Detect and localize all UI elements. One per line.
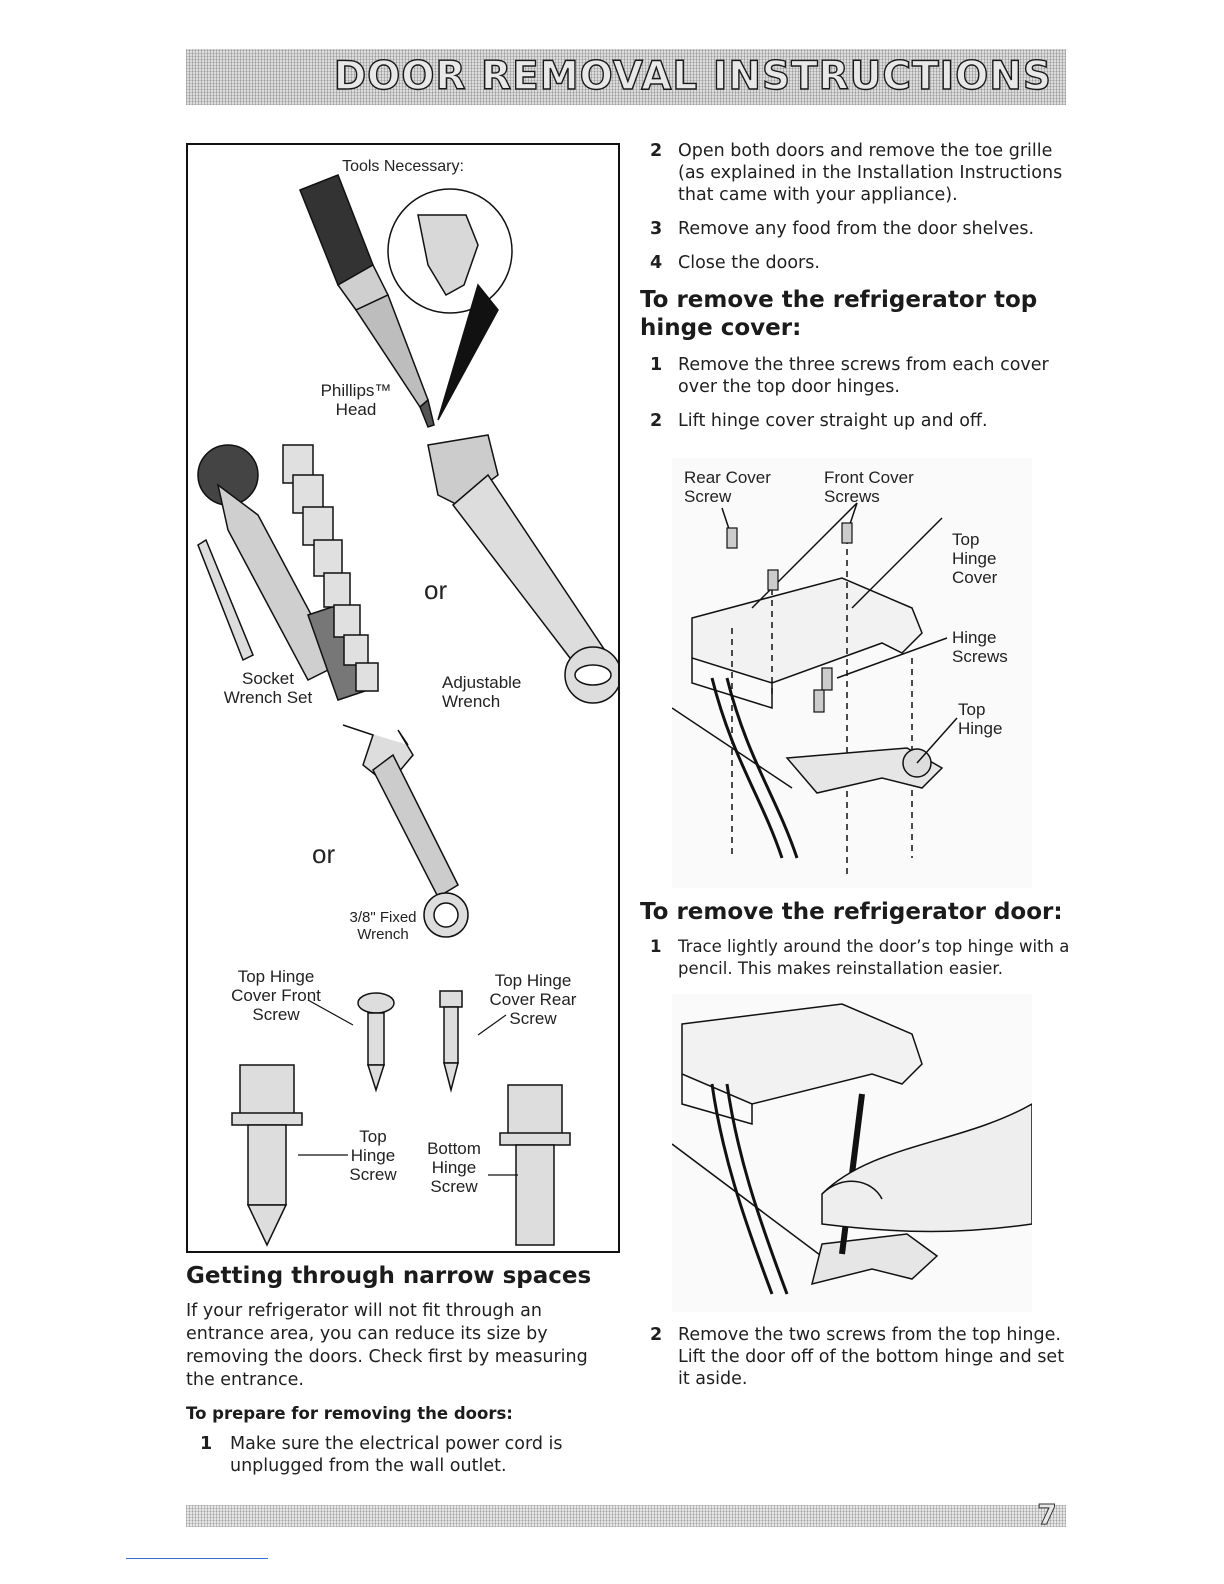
step-text: Close the doors. xyxy=(678,253,820,273)
page-number: 7 xyxy=(1037,1498,1057,1532)
top-hinge-line-1: Top xyxy=(958,700,986,719)
page-title: DOOR REMOVAL INSTRUCTIONS xyxy=(333,53,1052,99)
tools-box: Tools Necessary: Phillips™ Head or Socke… xyxy=(186,143,620,1253)
step-number: 4 xyxy=(650,253,663,273)
step-text: Remove the two screws from the top hinge… xyxy=(678,1325,1065,1389)
top-hinge-cover-line-1: Top xyxy=(952,530,980,549)
or-label-1: or xyxy=(424,575,448,605)
step-number: 3 xyxy=(650,219,663,239)
tools-heading: Tools Necessary: xyxy=(342,158,464,175)
rear-screw-line-2: Cover Rear xyxy=(489,990,577,1009)
top-hinge-line-2: Hinge xyxy=(958,719,1003,738)
step-number: 2 xyxy=(650,1325,663,1345)
door-step-2: 2 Remove the two screws from the top hin… xyxy=(640,1324,1070,1390)
narrow-spaces-heading: Getting through narrow spaces xyxy=(186,1263,592,1289)
hinge-screws-line-1: Hinge xyxy=(952,628,997,647)
bottom-hinge-screw-label: Bottom Hinge Screw xyxy=(416,1139,492,1196)
socket-wrench-label: Socket Wrench Set xyxy=(208,669,328,707)
socket-label-line-1: Socket xyxy=(242,669,294,688)
door-step-2-wrap: 2 Remove the two screws from the top hin… xyxy=(640,1324,1070,1402)
hinge-cover-figure: Rear Cover Screw Front Cover Screws Top … xyxy=(671,458,1032,888)
step-text: Make sure the electrical power cord is u… xyxy=(230,1434,563,1476)
phillips-label-line-2: Head xyxy=(335,400,377,419)
prepare-step-4: 4 Close the doors. xyxy=(640,252,1070,274)
tools-illustration xyxy=(197,174,618,1247)
screwdriver-icon xyxy=(299,174,513,428)
front-cover-line-2: Screws xyxy=(824,487,880,506)
footer-divider xyxy=(126,1558,268,1559)
prepare-step-3: 3 Remove any food from the door shelves. xyxy=(640,218,1070,240)
or-label-2: or xyxy=(312,839,336,869)
top-hinge-screw-line-3: Screw xyxy=(349,1165,397,1184)
fixed-wrench-label: 3/8" Fixed Wrench xyxy=(328,909,438,943)
adjustable-wrench-label: Adjustable Wrench xyxy=(442,673,521,711)
footer-bar xyxy=(186,1505,1066,1527)
door-step-1: 1 Trace lightly around the door’s top hi… xyxy=(640,936,1070,980)
trace-hinge-illustration xyxy=(671,994,1033,1312)
top-hinge-screw-line-2: Hinge xyxy=(350,1146,396,1165)
front-screw-line-2: Cover Front xyxy=(231,986,321,1005)
top-hinge-label: Top Hinge xyxy=(958,700,1002,738)
step-text: Remove the three screws from each cover … xyxy=(678,355,1049,397)
fixed-label-line-2: Wrench xyxy=(357,926,409,943)
front-screw-label: Top Hinge Cover Front Screw xyxy=(216,967,336,1024)
socket-label-line-2: Wrench Set xyxy=(223,688,313,707)
socket-wrench-icon xyxy=(197,444,379,701)
prepare-step-2: 2 Open both doors and remove the toe gri… xyxy=(640,140,1070,206)
step-text: Trace lightly around the door’s top hing… xyxy=(678,937,1070,978)
top-hinge-screw-label: Top Hinge Screw xyxy=(338,1127,408,1184)
phillips-label-line-1: Phillips™ xyxy=(320,381,392,400)
bottom-hinge-screw-line-3: Screw xyxy=(430,1177,478,1196)
adjustable-label-line-2: Wrench xyxy=(442,692,501,711)
adjustable-wrench-icon xyxy=(427,434,618,704)
step-number: 1 xyxy=(650,937,662,956)
hinge-cover-step-1: 1 Remove the three screws from each cove… xyxy=(640,354,1070,398)
bottom-hinge-screw-line-1: Bottom xyxy=(427,1139,481,1158)
rear-cover-screw-label: Rear Cover Screw xyxy=(684,468,771,506)
hinge-screws-line-2: Screws xyxy=(952,647,1008,666)
prepare-step-1: 1 Make sure the electrical power cord is… xyxy=(186,1433,616,1477)
hinge-cover-step-2: 2 Lift hinge cover straight up and off. xyxy=(640,410,1070,432)
rear-screw-line-3: Screw xyxy=(509,1009,557,1028)
prepare-heading: To prepare for removing the doors: xyxy=(186,1404,513,1423)
top-hinge-cover-line-3: Cover xyxy=(952,568,998,587)
step-text: Open both doors and remove the toe grill… xyxy=(678,141,1063,205)
phillips-label: Phillips™ Head xyxy=(306,381,406,419)
rear-screw-label: Top Hinge Cover Rear Screw xyxy=(478,971,588,1028)
front-cover-line-1: Front Cover xyxy=(824,468,914,487)
adjustable-label-line-1: Adjustable xyxy=(442,673,522,692)
door-heading: To remove the refrigerator door: xyxy=(640,899,1063,925)
step-number: 2 xyxy=(650,411,663,431)
fixed-wrench-icon xyxy=(342,724,469,938)
trace-hinge-figure xyxy=(671,994,1033,1312)
top-hinge-screw-line-1: Top xyxy=(359,1127,387,1146)
step-number: 1 xyxy=(200,1434,213,1454)
rear-cover-line-2: Screw xyxy=(684,487,732,506)
callout-lines xyxy=(298,999,518,1176)
step-number: 1 xyxy=(650,355,663,375)
rear-cover-line-1: Rear Cover xyxy=(684,468,771,487)
hinge-cover-illustration xyxy=(671,458,1032,888)
door-removal-section: To remove the refrigerator door: 1 Trace… xyxy=(640,898,1070,992)
header-banner xyxy=(186,49,1066,105)
front-screw-line-1: Top Hinge xyxy=(237,967,315,986)
hinge-screws-icon xyxy=(231,1064,571,1247)
step-text: Lift hinge cover straight up and off. xyxy=(678,411,988,431)
front-cover-screws-label: Front Cover Screws xyxy=(824,468,914,506)
front-screw-line-3: Screw xyxy=(252,1005,300,1024)
narrow-spaces-intro: If your refrigerator will not fit throug… xyxy=(186,1301,588,1390)
step-text: Remove any food from the door shelves. xyxy=(678,219,1035,239)
narrow-spaces-section: Getting through narrow spaces If your re… xyxy=(186,1262,616,1489)
bottom-hinge-screw-line-2: Hinge xyxy=(431,1158,477,1177)
step-number: 2 xyxy=(650,141,663,161)
right-column: 2 Open both doors and remove the toe gri… xyxy=(640,140,1070,444)
cover-screws-icon xyxy=(357,990,463,1093)
hinge-cover-heading: To remove the refrigerator top hinge cov… xyxy=(640,287,1038,341)
top-hinge-cover-line-2: Hinge xyxy=(952,549,997,568)
top-hinge-cover-label: Top Hinge Cover xyxy=(952,530,997,587)
rear-screw-line-1: Top Hinge xyxy=(494,971,572,990)
fixed-label-line-1: 3/8" Fixed xyxy=(349,909,417,926)
hinge-screws-label: Hinge Screws xyxy=(952,628,1008,666)
